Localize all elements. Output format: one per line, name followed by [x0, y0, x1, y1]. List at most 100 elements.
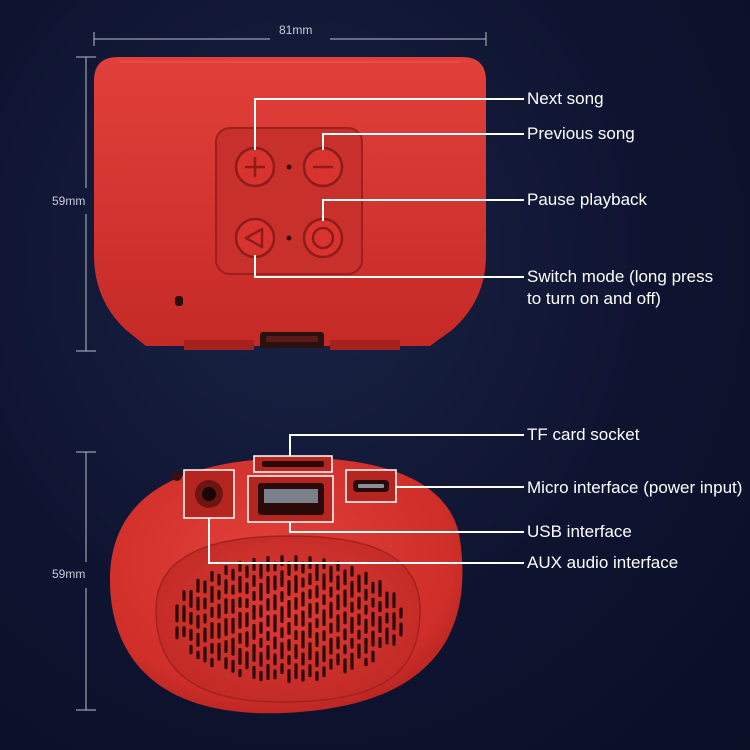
grille-hole: [259, 582, 263, 601]
grille-hole: [308, 622, 312, 639]
grille-hole: [266, 663, 270, 680]
grille-hole: [196, 596, 200, 611]
grille-hole: [364, 657, 368, 667]
grille-hole: [322, 645, 326, 663]
grille-hole: [399, 622, 403, 637]
grille-hole: [245, 631, 249, 648]
grille-hole: [301, 630, 305, 649]
grille-hole: [245, 651, 249, 670]
label-previous-song: Previous song: [527, 124, 635, 143]
grille-hole: [287, 655, 291, 666]
grille-hole: [308, 642, 312, 661]
grille-hole: [371, 581, 375, 594]
grille-hole: [217, 573, 221, 586]
grille-hole: [301, 591, 305, 607]
grille-hole: [196, 650, 200, 660]
grille-hole: [252, 604, 256, 620]
grille-hole: [203, 627, 207, 643]
grille-hole: [392, 634, 396, 646]
grille-hole: [273, 575, 277, 591]
grille-hole: [182, 626, 186, 638]
grille-hole: [273, 669, 277, 680]
mode-button[interactable]: [234, 217, 276, 259]
grille-hole: [259, 637, 263, 648]
dim-label-top-width: 81mm: [279, 23, 313, 37]
grille-hole: [343, 611, 347, 625]
label-switch-mode-line1: Switch mode (long press: [527, 267, 714, 286]
grille-hole: [371, 611, 375, 627]
grille-hole: [315, 671, 319, 681]
grille-hole: [266, 575, 270, 594]
grille-hole: [385, 627, 389, 645]
triangle-left-icon: [244, 227, 264, 249]
grille-hole: [231, 568, 235, 581]
grille-hole: [329, 658, 333, 670]
grille-hole: [238, 611, 242, 629]
grille-hole: [315, 651, 319, 668]
grille-hole: [392, 592, 396, 609]
grille-hole: [350, 565, 354, 577]
grille-hole: [371, 650, 375, 663]
grille-hole: [217, 622, 221, 639]
grille-hole: [378, 580, 382, 598]
strap-hole-bottom: [172, 471, 182, 481]
grille-hole: [308, 603, 312, 619]
grille-hole: [224, 565, 228, 576]
grille-hole: [280, 570, 284, 588]
grille-hole: [322, 666, 326, 678]
grille-hole: [287, 600, 291, 619]
grille-hole: [301, 610, 305, 627]
grille-hole: [336, 594, 340, 611]
grille-hole: [364, 618, 368, 634]
grille-hole: [210, 585, 214, 603]
grille-hole: [217, 642, 221, 661]
grille-hole: [350, 652, 354, 670]
grille-hole: [399, 607, 403, 619]
grille-hole: [231, 598, 235, 614]
grille-hole: [287, 669, 291, 683]
grille-hole: [196, 632, 200, 647]
grille-hole: [238, 647, 242, 665]
grille-hole: [378, 637, 382, 649]
grille-hole: [301, 577, 305, 588]
grille-hole: [336, 636, 340, 650]
grille-hole: [189, 644, 193, 655]
grille-hole: [273, 636, 277, 650]
grille-hole: [217, 589, 221, 600]
grille-hole: [280, 606, 284, 624]
grille-hole: [252, 590, 256, 601]
grille-hole: [343, 569, 347, 586]
grille-hole: [287, 580, 291, 597]
plus-button[interactable]: [234, 146, 276, 188]
callout-lines-bottom: [208, 434, 524, 564]
minus-button[interactable]: [302, 146, 344, 188]
grille-hole: [210, 657, 214, 668]
grille-hole: [357, 643, 361, 659]
grille-hole: [252, 643, 256, 662]
grille-hole: [294, 663, 298, 680]
grille-hole: [364, 588, 368, 601]
grille-hole: [343, 644, 347, 655]
grille-hole: [224, 618, 228, 637]
grille-hole: [350, 616, 354, 634]
label-next-song: Next song: [527, 89, 604, 108]
dimension-top-width: [93, 32, 487, 46]
plus-icon: [245, 157, 265, 177]
grille-hole: [224, 579, 228, 595]
grille-hole: [378, 601, 382, 613]
grille-hole: [259, 621, 263, 634]
dim-label-top-height: 59mm: [52, 194, 86, 208]
grille-hole: [217, 603, 221, 619]
grille-hole: [266, 614, 270, 627]
grille-hole: [343, 658, 347, 674]
grille-hole: [273, 614, 277, 633]
play-pause-button[interactable]: [302, 217, 344, 259]
strap-hole: [175, 296, 183, 306]
grille-hole: [322, 609, 326, 627]
grille-hole: [364, 571, 368, 585]
grille-hole: [294, 597, 298, 611]
grille-hole: [350, 580, 354, 598]
grille-hole: [196, 578, 200, 593]
grille-hole: [259, 604, 263, 618]
grille-hole: [259, 651, 263, 667]
